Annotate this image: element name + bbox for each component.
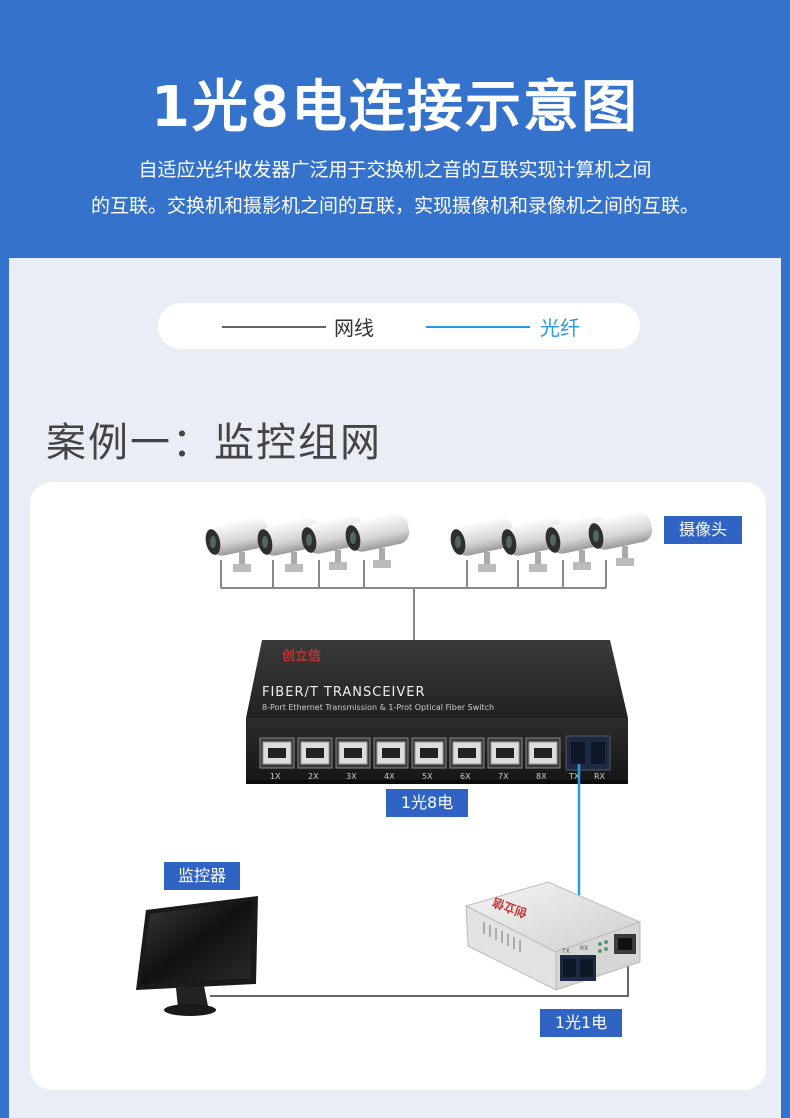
header: 1光8电连接示意图 自适应光纤收发器广泛用于交换机之音的互联实现计算机之间 的互… bbox=[0, 0, 790, 258]
vent-slots bbox=[483, 922, 521, 952]
port-label: 8X bbox=[536, 772, 547, 781]
fiber-port-label: TX bbox=[568, 772, 580, 781]
legend: 网线 光纤 bbox=[158, 303, 640, 349]
camera-icon bbox=[588, 512, 653, 566]
port-label: 5X bbox=[422, 772, 433, 781]
case-title: 案例一：监控组网 bbox=[46, 420, 382, 466]
converter-port-label: TX bbox=[561, 948, 570, 955]
port-label: 2X bbox=[308, 772, 319, 781]
switch-subtitle: 8-Port Ethernet Transmission & 1-Prot Op… bbox=[262, 703, 494, 712]
port-label: 6X bbox=[460, 772, 471, 781]
fiber-port: TX RX bbox=[565, 735, 611, 781]
switch-model: FIBER/T TRANSCEIVER bbox=[262, 685, 426, 700]
port-label: 4X bbox=[384, 772, 395, 781]
fiber-port-label: RX bbox=[594, 772, 606, 781]
switch-brand: 创立信 bbox=[281, 648, 321, 664]
port-label: 1X bbox=[270, 772, 281, 781]
port-label: 3X bbox=[346, 772, 357, 781]
camera-group bbox=[205, 512, 653, 572]
fiber-legend-line bbox=[426, 326, 530, 328]
rj45-port-openings bbox=[268, 748, 552, 758]
status-leds bbox=[598, 940, 608, 953]
media-converter-tag: 1光1电 bbox=[540, 1009, 622, 1037]
header-description: 自适应光纤收发器广泛用于交换机之音的互联实现计算机之间 的互联。交换机和摄影机之… bbox=[40, 152, 750, 224]
camera-icon bbox=[205, 518, 270, 572]
camera-tag: 摄像头 bbox=[664, 516, 742, 544]
converter-port-label: RX bbox=[580, 945, 588, 952]
camera-icon bbox=[450, 518, 515, 572]
monitor-tag: 监控器 bbox=[164, 862, 240, 890]
cable-legend-line bbox=[222, 326, 326, 328]
monitor-cable bbox=[210, 952, 629, 997]
fiber-switch: 创立信 FIBER/T TRANSCEIVER 8-Port Ethernet … bbox=[246, 640, 628, 784]
page-title: 1光8电连接示意图 bbox=[151, 75, 639, 140]
description-line-2: 的互联。交换机和摄影机之间的互联，实现摄像机和录像机之间的互联。 bbox=[90, 195, 699, 217]
media-converter: 创立信 TX RX bbox=[464, 881, 642, 991]
monitor-icon bbox=[136, 896, 258, 1016]
camera-icon bbox=[345, 514, 410, 568]
port-label: 7X bbox=[498, 772, 509, 781]
cable-legend-label: 网线 bbox=[334, 316, 374, 340]
port-labels: 1X 2X 3X 4X 5X 6X 7X 8X bbox=[270, 772, 547, 781]
description-line-1: 自适应光纤收发器广泛用于交换机之音的互联实现计算机之间 bbox=[138, 159, 652, 181]
switch-tag: 1光8电 bbox=[386, 789, 468, 817]
fiber-legend-label: 光纤 bbox=[540, 316, 580, 340]
